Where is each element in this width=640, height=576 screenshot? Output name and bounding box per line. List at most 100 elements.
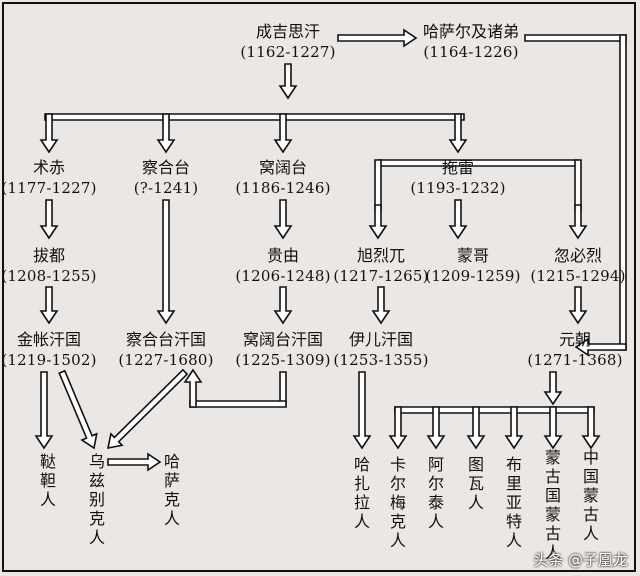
people-altai: 阿尔泰人: [427, 455, 444, 531]
arrow-yuan-people-6: [581, 406, 601, 450]
people-tuvan: 图瓦人: [467, 455, 484, 512]
bus-yuan-peoples: [394, 406, 595, 414]
arrow-yuan-down: [543, 371, 563, 406]
node-years: (1177-1227): [1, 179, 97, 197]
people-mongolian: 蒙古国蒙古人: [544, 448, 561, 562]
node-name: 拔都: [32, 246, 66, 265]
node-years: (1271-1368): [527, 351, 623, 369]
arrow-to-chagatai: [156, 113, 176, 154]
node-name: 察合台: [141, 158, 190, 177]
arrow-tolui-to-mongke: [448, 199, 468, 240]
arrow-into-chagatai-khanate: [183, 368, 203, 408]
arrow-tolui-to-kublai: [568, 204, 588, 240]
node-years: (?-1241): [133, 179, 199, 197]
node-name: 旭烈兀: [356, 246, 406, 265]
node-years: (1227-1680): [118, 351, 214, 369]
node-mongke: 蒙哥 (1209-1259): [425, 246, 520, 286]
node-name: 蒙哥: [456, 246, 490, 265]
people-tatar: 鞑靼人: [39, 452, 56, 509]
node-tolui: 拖雷 (1193-1232): [410, 158, 505, 198]
arrow-to-ogedei: [273, 113, 293, 154]
arrow-genghis-to-qasar: [337, 28, 418, 48]
arrow-chagatai-khanate-to-uzbek: [106, 368, 189, 450]
connector-ogedei-khanate-down: [279, 371, 287, 405]
node-years: (1209-1259): [425, 267, 521, 285]
node-kublai: 忽必烈 (1215-1294): [530, 246, 625, 286]
arrow-guyuk-to-ogedei-khanate: [273, 286, 293, 325]
node-hulegu: 旭烈兀 (1217-1265): [333, 246, 428, 286]
arrow-yuan-people-1: [388, 406, 408, 450]
people-uzbek: 乌兹别克人: [88, 452, 105, 547]
arrow-to-jochi: [39, 113, 59, 154]
node-years: (1208-1255): [1, 267, 97, 285]
node-years: (1225-1309): [235, 351, 331, 369]
node-ogedei-khanate: 窝阔台汗国 (1225-1309): [235, 330, 330, 370]
node-years: (1215-1294): [530, 267, 626, 285]
arrow-hulegu-to-ilkhanate: [371, 286, 391, 325]
node-years: (1206-1248): [235, 267, 331, 285]
node-name: 拖雷: [441, 158, 475, 177]
node-golden-horde: 金帐汗国 (1219-1502): [1, 330, 96, 370]
node-name: 忽必烈: [553, 246, 603, 265]
node-chagatai: 察合台 (?-1241): [134, 158, 199, 198]
arrow-tolui-to-hulegu: [368, 204, 388, 240]
arrow-jochi-to-batu: [39, 199, 59, 240]
node-name: 伊儿汗国: [348, 330, 414, 349]
arrow-golden-horde-to-uzbek: [58, 369, 98, 450]
arrow-chagatai-to-khanate: [156, 199, 176, 325]
node-qasar-and-brothers: 哈萨尔及诸弟 (1164-1226): [423, 22, 519, 62]
node-name: 贵由: [266, 246, 300, 265]
node-years: (1193-1232): [410, 179, 506, 197]
node-years: (1217-1265): [333, 267, 429, 285]
node-chagatai-khanate: 察合台汗国 (1227-1680): [118, 330, 213, 370]
node-name: 哈萨尔及诸弟: [422, 22, 520, 41]
connector-tolui-right: [574, 159, 582, 211]
arrow-yuan-people-4: [504, 406, 524, 450]
arrow-qasar-to-yuan: [574, 337, 627, 357]
connector-tolui-left: [374, 159, 382, 211]
people-hazara: 哈扎拉人: [353, 455, 370, 531]
bus-sons: [44, 113, 465, 121]
node-years: (1162-1227): [240, 43, 336, 61]
node-name: 察合台汗国: [125, 330, 207, 349]
node-years: (1219-1502): [1, 351, 97, 369]
people-buryat: 布里亚特人: [505, 455, 522, 550]
arrow-uzbek-to-kazakh: [107, 452, 162, 472]
arrow-yuan-people-3: [466, 406, 486, 450]
node-name: 窝阔台: [258, 158, 308, 177]
watermark: 头条 @子凰龙: [533, 551, 628, 569]
arrow-kublai-to-yuan: [568, 286, 588, 325]
node-years: (1186-1246): [235, 179, 331, 197]
connector-ogedei-khanate-left: [189, 400, 287, 408]
arrow-genghis-down: [278, 63, 298, 100]
arrow-yuan-people-2: [426, 406, 446, 450]
node-batu: 拔都 (1208-1255): [1, 246, 96, 286]
node-jochi: 术赤 (1177-1227): [1, 158, 96, 198]
connector-qasar-right: [524, 34, 627, 42]
node-guyuk: 贵由 (1206-1248): [235, 246, 330, 286]
people-kazakh: 哈萨克人: [163, 452, 180, 528]
connector-qasar-down: [619, 34, 627, 351]
people-chinese-mongol: 中国蒙古人: [582, 448, 599, 543]
arrow-ogedei-to-guyuk: [273, 199, 293, 240]
arrow-ilkhanate-to-hazara: [352, 371, 372, 450]
node-years: (1253-1355): [333, 351, 429, 369]
people-kalmyk: 卡尔梅克人: [389, 455, 406, 550]
arrow-yuan-people-5: [543, 406, 563, 450]
node-name: 窝阔台汗国: [242, 330, 324, 349]
node-ilkhanate: 伊儿汗国 (1253-1355): [333, 330, 428, 370]
node-name: 元朝: [558, 330, 592, 349]
node-genghis-khan: 成吉思汗 (1162-1227): [240, 22, 335, 62]
node-years: (1164-1226): [423, 43, 519, 61]
node-ogedei: 窝阔台 (1186-1246): [235, 158, 330, 198]
node-name: 金帐汗国: [16, 330, 82, 349]
node-yuan-dynasty: 元朝 (1271-1368): [527, 330, 622, 370]
arrow-golden-horde-to-tatar: [34, 371, 54, 450]
node-name: 成吉思汗: [255, 22, 321, 41]
arrow-batu-to-golden-horde: [39, 286, 59, 325]
arrow-to-tolui: [448, 113, 468, 154]
node-name: 术赤: [32, 158, 66, 177]
